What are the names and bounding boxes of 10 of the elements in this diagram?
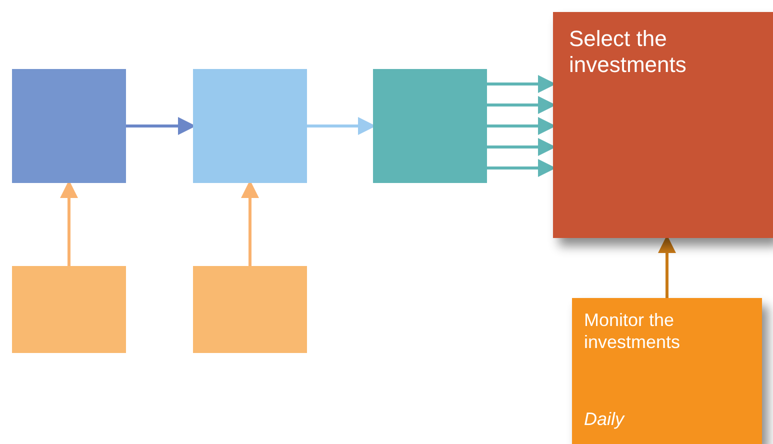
empty-box <box>12 69 126 183</box>
process-box <box>553 12 773 238</box>
box-title: Select the investments <box>569 26 688 79</box>
process-box <box>572 298 762 444</box>
empty-box <box>193 69 307 183</box>
empty-box <box>12 266 126 353</box>
empty-box <box>373 69 487 183</box>
frequency-note: Daily <box>584 409 626 430</box>
box-title: Monitor the investments <box>584 310 682 354</box>
empty-box <box>193 266 307 353</box>
